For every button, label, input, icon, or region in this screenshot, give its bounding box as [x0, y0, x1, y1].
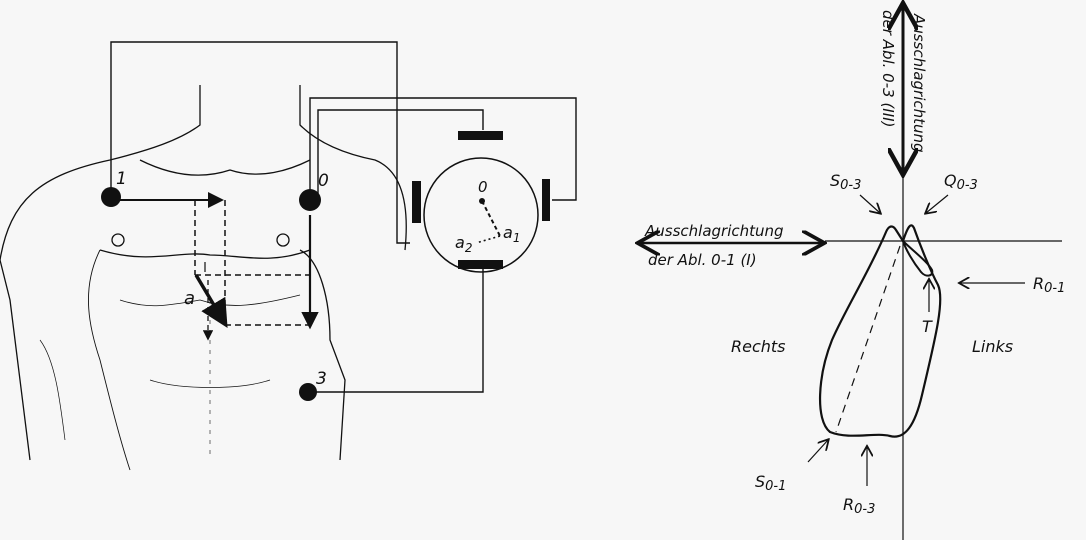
r03-label: R0-3 — [843, 495, 875, 517]
electrode-1-label: 1 — [116, 169, 127, 189]
s01-label: S0-1 — [755, 472, 786, 494]
torso-drawing — [0, 85, 407, 471]
electrode-1 — [101, 187, 121, 207]
wires — [110, 41, 577, 393]
qrs-loop — [818, 224, 942, 438]
electrode-0 — [299, 189, 321, 211]
galvanometer — [412, 131, 550, 273]
links-label: Links — [972, 337, 1013, 356]
lead-I-label-line1: Ausschlagrichtung — [644, 222, 784, 240]
rechts-label: Rechts — [731, 337, 786, 356]
lead-III-label-line1: Ausschlagrichtung — [910, 13, 928, 153]
a2-label: a2 — [455, 233, 472, 255]
q03-label: Q0-3 — [944, 171, 978, 193]
lead-I-label-line2: der Abl. 0-1 (I) — [648, 251, 757, 269]
lead-III-label-line2: der Abl. 0-3 (III) — [879, 10, 897, 127]
vector-construction — [111, 192, 319, 341]
a1-label: a1 — [503, 223, 520, 245]
pointer-arrows — [807, 194, 1025, 486]
electrode-0-label: 0 — [318, 171, 329, 191]
electrodes — [101, 187, 321, 401]
s03-label: S0-3 — [830, 171, 861, 193]
t-loop — [902, 240, 934, 277]
galvanometer-center-label: 0 — [478, 178, 488, 196]
t-label: T — [922, 317, 933, 336]
electrode-3 — [299, 383, 317, 401]
electrode-3-label: 3 — [316, 369, 327, 389]
r01-label: R0-1 — [1033, 274, 1065, 296]
s01-dashed-vector — [835, 245, 901, 433]
vector-a-label: a — [184, 288, 195, 309]
